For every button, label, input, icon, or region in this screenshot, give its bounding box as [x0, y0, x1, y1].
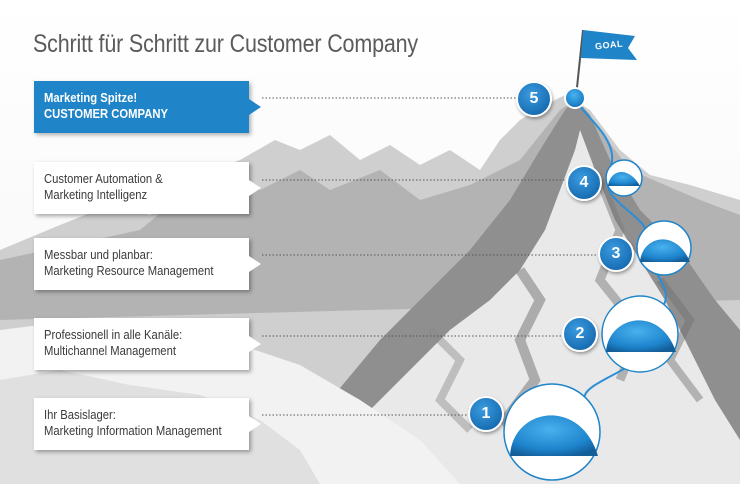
step-3-number-badge: 3 — [598, 236, 634, 272]
step-5-pointer — [249, 99, 261, 115]
tent-camp-3 — [636, 220, 692, 276]
step-1-line1: Ihr Basislager: — [44, 408, 116, 422]
rock-streak-4 — [656, 277, 704, 403]
leader-lines — [262, 97, 598, 416]
tent-icon — [640, 239, 690, 262]
step-2-label-box: Professionell in alle Kanäle: Multichann… — [34, 318, 261, 370]
tent-camp-2 — [601, 295, 679, 373]
page-title: Schritt für Schritt zur Customer Company — [33, 30, 419, 58]
flag-pole — [575, 29, 584, 98]
step-2-pointer — [249, 336, 261, 352]
tent-icon — [606, 320, 676, 352]
step-1-number-badge: 1 — [468, 396, 504, 432]
step-3-pointer — [249, 256, 261, 272]
step-2-line1: Professionell in alle Kanäle: — [44, 328, 183, 342]
tent-camp-4 — [605, 159, 643, 197]
summit-marker-icon — [564, 87, 586, 109]
step-4-line2: Marketing Intelligenz — [44, 188, 148, 202]
step-1-pointer — [249, 416, 261, 432]
goal-flag-icon — [581, 30, 637, 60]
step-3-line2: Marketing Resource Management — [44, 264, 214, 278]
peak-snowfield — [300, 130, 740, 484]
step-4-line1: Customer Automation & — [44, 172, 163, 186]
step-4-label-box: Customer Automation & Marketing Intellig… — [34, 162, 261, 214]
step-5-line2: CUSTOMER COMPANY — [44, 107, 168, 121]
step-4-pointer — [249, 180, 261, 196]
step-1-label-box: Ihr Basislager: Marketing Information Ma… — [34, 398, 261, 450]
step-5-number-badge: 5 — [516, 81, 552, 117]
step-2-number-badge: 2 — [562, 316, 598, 352]
tent-icon — [608, 172, 640, 186]
step-3-line1: Messbar und planbar: — [44, 248, 153, 262]
step-1-line2: Marketing Information Management — [44, 424, 222, 438]
step-3-label-box: Messbar und planbar: Marketing Resource … — [34, 238, 261, 290]
tent-camp-1 — [503, 383, 601, 481]
step-2-line2: Multichannel Management — [44, 344, 176, 358]
step-5-label-box: Marketing Spitze! CUSTOMER COMPANY — [34, 81, 261, 133]
step-5-line1: Marketing Spitze! — [44, 91, 138, 105]
step-4-number-badge: 4 — [566, 165, 602, 201]
tent-icon — [510, 415, 598, 456]
